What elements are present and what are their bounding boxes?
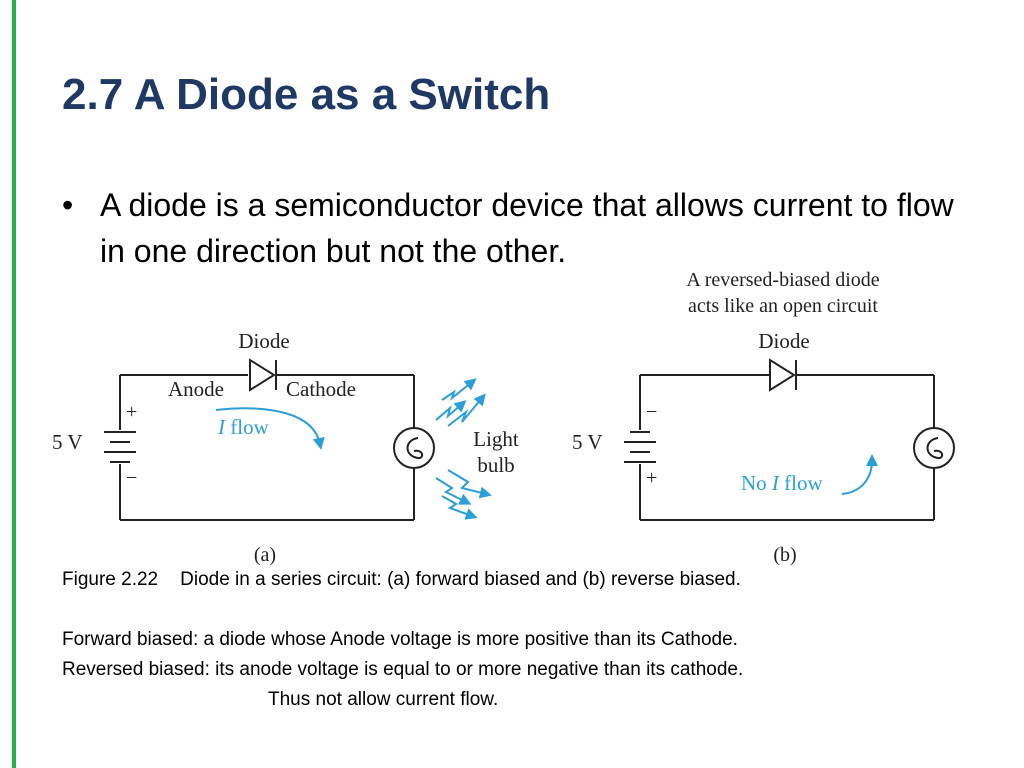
reverse-note-line1: A reversed-biased diode	[686, 269, 879, 291]
circuit-a-flow-italic: I	[217, 415, 226, 439]
circuit-a-panel-label: (a)	[254, 544, 276, 566]
circuit-b-bulb-filament	[926, 437, 944, 460]
reverse-bias-continuation: Thus not allow current flow.	[268, 689, 499, 710]
circuit-a-anode-label: Anode	[168, 377, 224, 401]
figure-caption-text: Diode in a series circuit: (a) forward b…	[180, 569, 741, 590]
circuit-a-bulb-icon	[393, 427, 435, 469]
circuit-b-flow-text: flow	[779, 471, 824, 495]
circuit-a-flow-text: flow	[225, 415, 270, 439]
circuit-b-flow-arrow-icon	[841, 454, 878, 495]
light-rays-icon	[435, 378, 492, 520]
circuit-b	[624, 358, 955, 521]
circuit-b-diode-label: Diode	[758, 329, 809, 353]
bullet-text: A diode is a semiconductor device that a…	[100, 187, 954, 269]
circuit-a	[104, 358, 435, 521]
circuit-a-flow-label: I flow	[217, 415, 270, 439]
reverse-bias-definition: Reversed biased: its anode voltage is eq…	[62, 659, 744, 680]
circuit-b-diode-icon	[769, 358, 796, 392]
figure-caption: Figure 2.22 Diode in a series circuit: (a…	[62, 569, 741, 591]
bullet-point: • A diode is a semiconductor device that…	[62, 182, 982, 274]
figure-number: Figure 2.22	[62, 569, 159, 590]
slide-title: 2.7 A Diode as a Switch	[62, 70, 551, 119]
circuit-b-flow-italic: I	[771, 471, 780, 495]
circuit-a-plus-sign: +	[126, 401, 137, 423]
circuit-b-bulb-icon	[913, 427, 955, 469]
circuit-a-diode-label: Diode	[238, 329, 289, 353]
circuit-b-flow-label: No I flow	[741, 471, 823, 495]
bullet-dot: •	[62, 187, 74, 223]
circuit-a-minus-sign: −	[126, 467, 137, 489]
accent-bar	[12, 0, 16, 768]
circuit-b-panel-label: (b)	[773, 544, 796, 566]
circuit-a-cathode-label: Cathode	[286, 377, 356, 401]
forward-bias-definition: Forward biased: a diode whose Anode volt…	[62, 629, 738, 650]
circuit-a-bulb-label-1: Light	[473, 427, 519, 451]
circuit-a-voltage-label: 5 V	[52, 430, 83, 454]
circuit-a-diode-icon	[249, 358, 276, 392]
circuit-b-flow-prefix: No	[741, 471, 772, 495]
circuit-a-bulb-label-2: bulb	[477, 453, 514, 477]
circuit-b-bottom-sign: +	[646, 467, 657, 489]
circuit-b-voltage-label: 5 V	[572, 430, 603, 454]
circuit-a-bulb-filament	[406, 437, 424, 460]
circuit-a-flow-arrow-icon	[215, 407, 325, 450]
circuit-b-top-sign: −	[646, 401, 657, 423]
reverse-note-line2: acts like an open circuit	[688, 295, 878, 317]
